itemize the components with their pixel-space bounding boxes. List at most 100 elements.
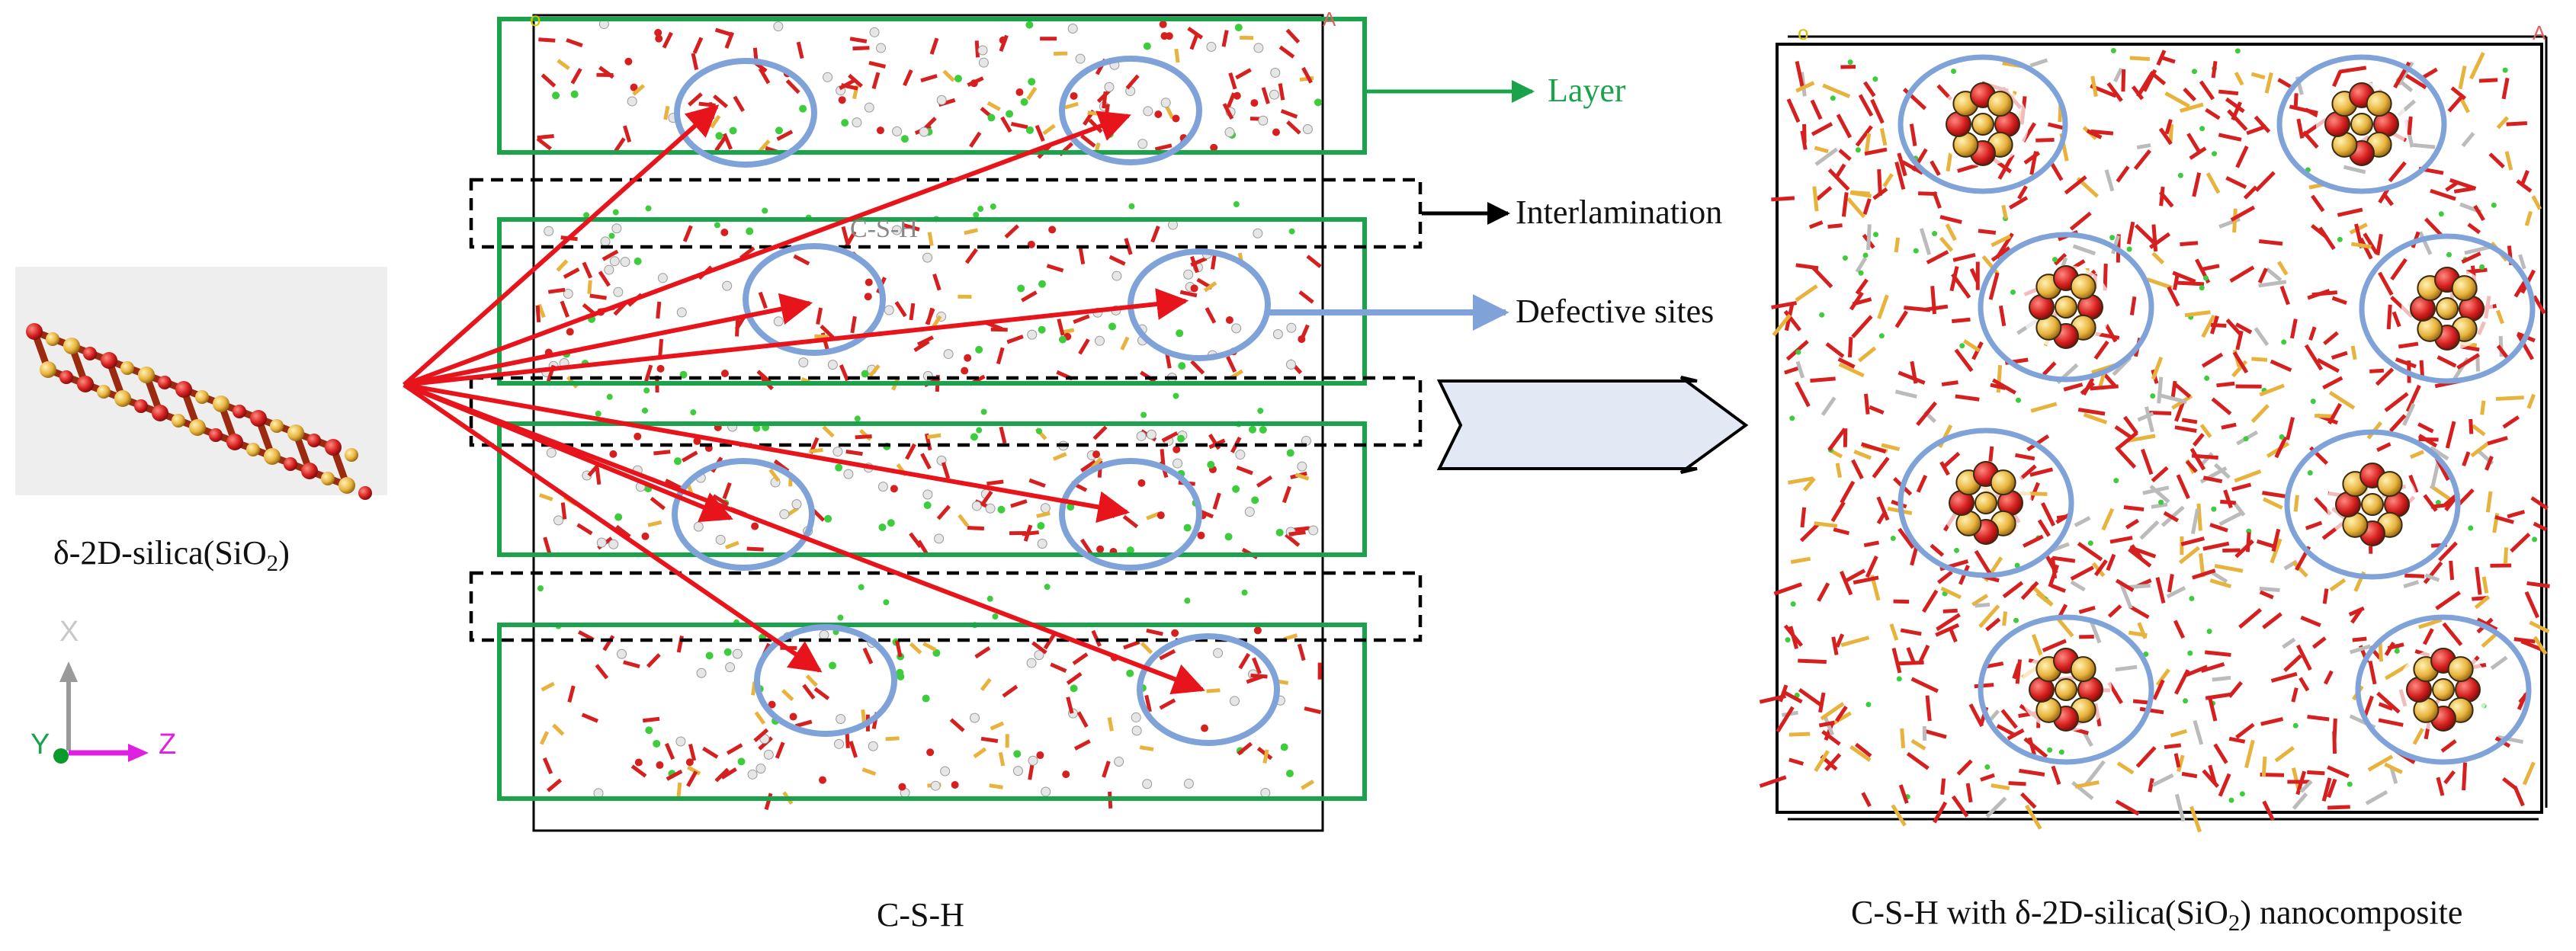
csh-atom [1261, 788, 1270, 797]
csh-a-label: A [1323, 8, 1336, 31]
composite-atom [2127, 246, 2132, 251]
silica-atom [46, 332, 59, 346]
csh-atom [835, 464, 842, 472]
csh-bond [927, 435, 941, 437]
composite-bond [1869, 224, 1870, 250]
csh-atom [1269, 90, 1278, 99]
composite-origin-label: o [1798, 21, 1808, 45]
silica-atom [195, 390, 209, 404]
silica-atom [321, 472, 335, 485]
silica-atom [301, 463, 318, 479]
csh-atom [1232, 485, 1240, 493]
csh-atom [1184, 597, 1190, 604]
silica-atom [114, 390, 131, 407]
cluster-atom [2071, 274, 2096, 299]
x-axis-label: X [59, 616, 79, 648]
csh-atom [970, 433, 978, 440]
silica-atom [158, 376, 172, 389]
csh-bond [1030, 763, 1033, 780]
composite-atom [1848, 59, 1853, 65]
composite-bond [1804, 124, 1805, 143]
csh-atom [1038, 326, 1046, 334]
csh-atom [937, 95, 946, 104]
molecule-label: δ-2D-silica(SiO2) [53, 533, 290, 572]
molecule-label-suffix: ) [278, 534, 290, 572]
csh-atom [634, 433, 641, 440]
composite-atom [2150, 393, 2155, 399]
composite-bond [1837, 463, 1840, 478]
csh-atom [1173, 459, 1182, 468]
cluster-atom [1991, 470, 2016, 495]
csh-atom [1233, 201, 1240, 207]
csh-atom [609, 233, 615, 239]
composite-bond [2414, 145, 2435, 147]
composite-bond [1898, 662, 1924, 663]
csh-atom [774, 22, 783, 31]
interlamination-label: Interlamination [1516, 193, 1722, 232]
composite-bond [2295, 93, 2296, 107]
csh-atom [544, 226, 553, 235]
csh-atom [714, 222, 720, 228]
csh-atom [1006, 110, 1013, 117]
csh-bond [863, 709, 865, 723]
silica-atom [101, 352, 117, 369]
csh-bond [967, 528, 984, 529]
composite-bond [1978, 231, 1996, 233]
cluster-atom [2378, 472, 2402, 496]
composite-bond [2124, 508, 2144, 510]
csh-atom [601, 237, 610, 246]
csh-atom [595, 411, 601, 417]
csh-atom [1144, 43, 1151, 50]
composite-atom [1795, 350, 1801, 355]
csh-atom [1112, 271, 1121, 280]
csh-atom [1176, 329, 1183, 337]
csh-atom [890, 485, 898, 492]
csh-bond [1104, 91, 1105, 108]
silica-atom [59, 370, 73, 384]
csh-atom [1041, 787, 1051, 796]
csh-atom [774, 317, 783, 326]
csh-bond [814, 336, 828, 337]
csh-atom [977, 206, 983, 212]
composite-bond [2505, 547, 2506, 564]
csh-atom [1184, 779, 1193, 788]
composite-bond [1927, 696, 1930, 721]
silica-atom [325, 439, 342, 456]
composite-atom [1856, 147, 1861, 152]
csh-atom [1173, 393, 1179, 399]
csh-atom [720, 229, 728, 236]
csh-atom [748, 770, 757, 779]
csh-atom [1037, 522, 1044, 530]
csh-atom [656, 761, 663, 769]
composite-bond [2151, 504, 2167, 507]
csh-atom [1041, 504, 1050, 513]
csh-atom [1026, 126, 1034, 134]
silica-structure-panel [15, 267, 387, 500]
composite-atom [2311, 399, 2316, 404]
csh-atom [884, 306, 893, 315]
csh-bond [1000, 752, 1003, 766]
csh-atom [819, 776, 826, 784]
silica-atom [345, 448, 358, 462]
csh-atom [1281, 743, 1288, 751]
composite-atom [1873, 232, 1878, 237]
csh-atom [828, 360, 837, 370]
composite-atom [2446, 252, 2452, 258]
silica-atom [152, 405, 168, 421]
csh-atom [855, 415, 861, 421]
csh-bond [911, 303, 913, 320]
csh-caption: C-S-H [877, 895, 964, 934]
csh-atom [877, 126, 884, 134]
composite-bond [2017, 659, 2019, 684]
csh-atom [612, 224, 621, 233]
composite-atom [2395, 648, 2400, 654]
csh-atom [887, 519, 895, 527]
composite-atom [2111, 48, 2116, 53]
csh-bond [1088, 113, 1102, 114]
csh-atom [641, 533, 649, 540]
transformation-arrow-icon [1439, 377, 1746, 472]
csh-atom [1259, 426, 1267, 434]
csh-atom [944, 350, 953, 359]
csh-atom [1173, 446, 1180, 453]
composite-atom [1865, 702, 1871, 707]
